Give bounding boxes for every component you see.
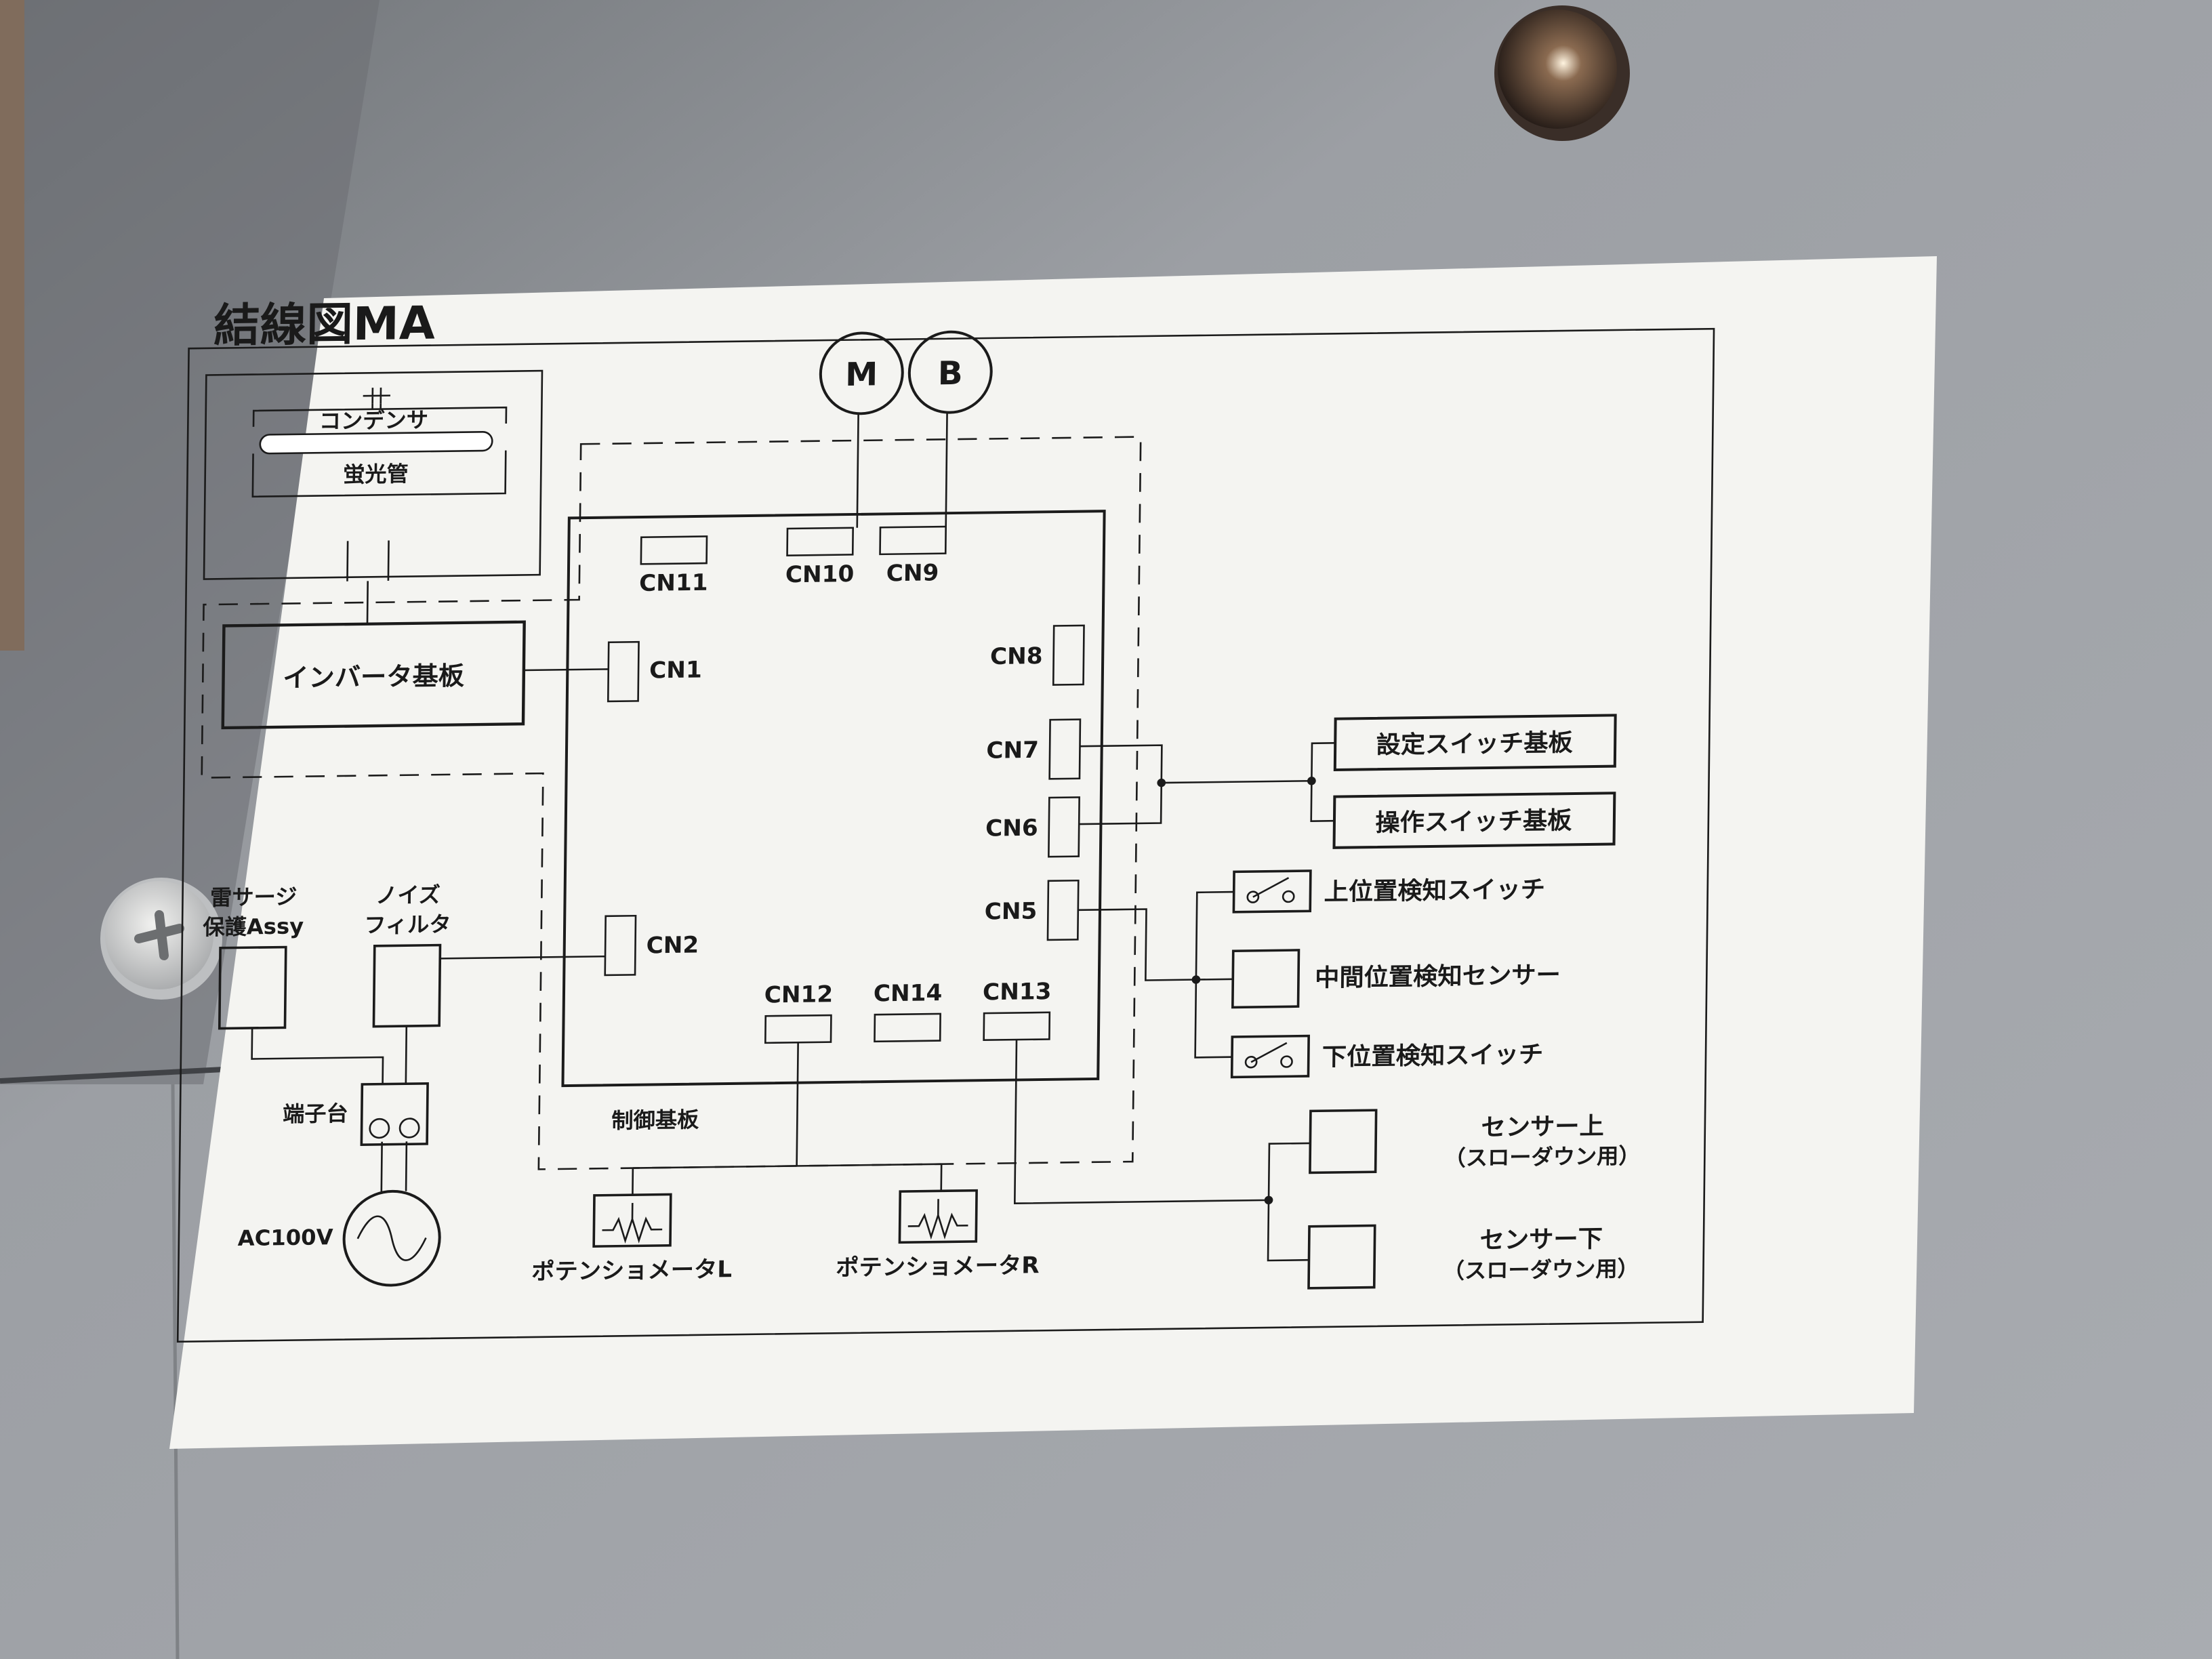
middle-sensor-box — [1231, 949, 1300, 1009]
cn10-label: CN10 — [785, 560, 855, 588]
cn13-label: CN13 — [983, 978, 1052, 1006]
potentiometer-r-icon — [907, 1199, 968, 1240]
screw-icon — [100, 878, 222, 1000]
lamp-enclosure — [203, 369, 544, 580]
outer-frame — [176, 327, 1715, 1343]
label-paper — [169, 256, 1937, 1449]
upper-switch-box — [1232, 869, 1312, 914]
cn2-label: CN2 — [646, 932, 699, 960]
operation-switch-board — [1332, 792, 1616, 849]
connector-cn14 — [874, 1012, 941, 1043]
terminal-block — [360, 1082, 429, 1146]
lamp-to-inverter — [346, 540, 390, 624]
operation-switch-board-label: 操作スイッチ基板 — [1375, 807, 1572, 837]
sensor-upper-box — [1309, 1109, 1378, 1174]
lower-switch-label: 下位置検知スイッチ — [1322, 1041, 1544, 1071]
sensor-upper-note: （スローダウン用） — [1443, 1143, 1640, 1171]
switch-contact-icon — [1244, 1056, 1258, 1069]
cn6-label: CN6 — [985, 815, 1038, 842]
switch-contact-icon — [1246, 890, 1260, 903]
potentiometer-r-label: ポテンショメータR — [836, 1252, 1040, 1282]
cn11-label: CN11 — [639, 569, 708, 597]
cn1-label: CN1 — [649, 657, 702, 684]
diagram: 結線図MA M B コンデンサ 蛍光管 インバータ基板 CN11 CN10 CN… — [176, 297, 1715, 1343]
sensor-lower-label: センサー下 — [1479, 1225, 1603, 1254]
potentiometer-wiring — [632, 1042, 943, 1195]
connector-cn10 — [786, 527, 855, 556]
bolt-icon — [1494, 5, 1630, 141]
junction-dot — [1264, 1195, 1273, 1205]
connector-cn1 — [607, 640, 640, 703]
motor-b-label: B — [938, 355, 963, 392]
condenser-icon — [363, 387, 390, 404]
condenser-label: コンデンサ — [319, 407, 429, 434]
cn14-label: CN14 — [874, 979, 943, 1007]
connector-cn2 — [604, 914, 637, 977]
control-board-label: 制御基板 — [611, 1107, 699, 1133]
connector-cn7 — [1048, 718, 1082, 780]
ac-source-icon — [356, 1215, 427, 1261]
connector-cn11 — [640, 535, 708, 565]
switch-contact-icon — [1250, 877, 1290, 1063]
switch-contact-icon — [1280, 1055, 1293, 1068]
potentiometer-l-label: ポテンショメータL — [531, 1256, 732, 1285]
ac-source-icon — [342, 1189, 441, 1287]
panel-seam-vertical — [171, 1084, 180, 1659]
junction-dot — [1157, 778, 1166, 787]
potentiometer-r-box — [898, 1189, 978, 1244]
inverter-board — [221, 620, 526, 730]
ac-label: AC100V — [238, 1224, 333, 1250]
inverter-label: インバータ基板 — [283, 661, 464, 693]
sensor-upper-label: センサー上 — [1481, 1113, 1604, 1142]
terminal-icon — [369, 1118, 390, 1139]
shield-outline[interactable] — [197, 436, 1142, 1174]
control-board — [561, 510, 1106, 1088]
junction-dot — [1191, 975, 1201, 984]
lower-switch-box — [1230, 1034, 1310, 1079]
setting-switch-board-label: 設定スイッチ基板 — [1376, 729, 1573, 759]
dark-upper-left — [0, 0, 380, 1084]
sensor-lower-note: （スローダウン用） — [1443, 1256, 1639, 1284]
panel-seam — [0, 1067, 224, 1084]
fluorescent-tube — [259, 431, 493, 455]
middle-sensor-label: 中間位置検知センサー — [1315, 962, 1561, 992]
terminal-label: 端子台 — [283, 1101, 348, 1127]
motor-m-label: M — [845, 356, 878, 394]
cn8-label: CN8 — [990, 642, 1043, 670]
switch-contact-icon — [1282, 890, 1295, 903]
setting-switch-board — [1333, 714, 1617, 771]
cn5-label: CN5 — [984, 898, 1037, 926]
lamp-wiring — [251, 403, 508, 498]
connector-cn8 — [1052, 624, 1085, 686]
motor-m-circle — [819, 331, 904, 415]
connector-cn9 — [879, 525, 947, 556]
connector-cn6 — [1048, 796, 1080, 858]
junction-dot — [1307, 776, 1316, 785]
potentiometer-l-icon — [602, 1203, 663, 1244]
surge-label-1: 雷サージ — [210, 884, 298, 910]
tube-label: 蛍光管 — [343, 461, 409, 487]
sensor-lower-box — [1307, 1224, 1376, 1290]
surge-label-2: 保護Assy — [203, 914, 304, 941]
potentiometer-l-box — [592, 1193, 672, 1248]
noise-label-2: フィルタ — [364, 912, 451, 938]
cn9-label: CN9 — [886, 560, 939, 588]
terminal-icon — [398, 1118, 420, 1139]
motor-wires — [856, 412, 948, 528]
diagram-title: 結線図MA — [213, 297, 436, 353]
cn7-label: CN7 — [986, 737, 1039, 764]
sensor-wiring — [1013, 1040, 1311, 1262]
power-wiring — [251, 955, 606, 1192]
noise-label-1: ノイズ — [375, 882, 441, 908]
cn12-label: CN12 — [764, 981, 833, 1008]
upper-switch-label: 上位置検知スイッチ — [1324, 876, 1545, 906]
motor-b-circle — [907, 330, 993, 414]
position-wiring — [1078, 890, 1234, 1059]
